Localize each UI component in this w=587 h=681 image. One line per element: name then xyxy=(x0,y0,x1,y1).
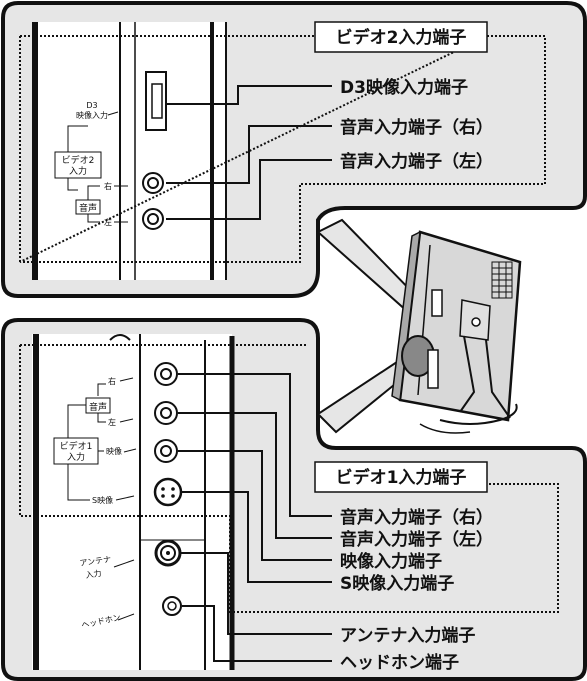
video2-title-box xyxy=(314,21,488,53)
right-label-v1: 右 xyxy=(108,376,116,386)
callout-d3-video: D3映像入力端子 xyxy=(340,77,468,98)
s-video-jack xyxy=(153,477,183,507)
callout-video: 映像入力端子 xyxy=(340,551,442,572)
video1-title-box xyxy=(314,461,488,493)
bottom-device-area xyxy=(32,334,232,670)
video1-title: ビデオ1入力端子 xyxy=(336,467,467,488)
right-label-v2: 右 xyxy=(104,181,112,191)
s-video-label: S映像 xyxy=(92,495,113,505)
callout-audio-right-v1: 音声入力端子（右） xyxy=(340,507,493,528)
tv-illustration xyxy=(316,218,522,434)
left-label-v2: 左 xyxy=(104,217,112,227)
d3-label-2: 映像入力 xyxy=(76,110,108,120)
audio-label-v1: 音声 xyxy=(89,401,107,413)
d3-label-1: D3 xyxy=(86,101,97,110)
callout-headphone: ヘッドホン端子 xyxy=(340,652,459,673)
bottom-dotted-frame xyxy=(19,344,559,613)
callout-audio-left-v1: 音声入力端子（左） xyxy=(340,529,493,550)
video2-title: ビデオ2入力端子 xyxy=(336,27,467,48)
video-label-v1: 映像 xyxy=(106,446,122,456)
antenna-label-1: アンテナ xyxy=(79,555,112,568)
video2-label-2: 入力 xyxy=(69,165,87,177)
callout-antenna: アンテナ入力端子 xyxy=(340,625,475,646)
tv-vents xyxy=(491,261,513,299)
antenna-label-2: 入力 xyxy=(85,568,102,580)
bottom-panel: 右 音声 左 ビデオ1 入力 映像 S映像 アンテナ 入力 ヘッドホン ビデオ1… xyxy=(1,318,587,681)
video1-label-2: 入力 xyxy=(67,451,85,463)
video1-label-1: ビデオ1 xyxy=(60,440,93,452)
left-label-v1: 左 xyxy=(108,417,116,427)
callout-audio-right-v2: 音声入力端子（右） xyxy=(340,117,493,138)
d3-port xyxy=(145,71,167,131)
callout-audio-left-v2: 音声入力端子（左） xyxy=(340,151,493,172)
callout-s-video: S映像入力端子 xyxy=(340,573,454,594)
audio-label-v2: 音声 xyxy=(79,202,97,214)
top-device-area xyxy=(32,22,226,280)
top-panel: D3 映像入力 ビデオ2 入力 音声 右 左 ビデオ2入力端子 D3映像入力端子… xyxy=(1,1,587,298)
video2-label-1: ビデオ2 xyxy=(62,154,95,166)
